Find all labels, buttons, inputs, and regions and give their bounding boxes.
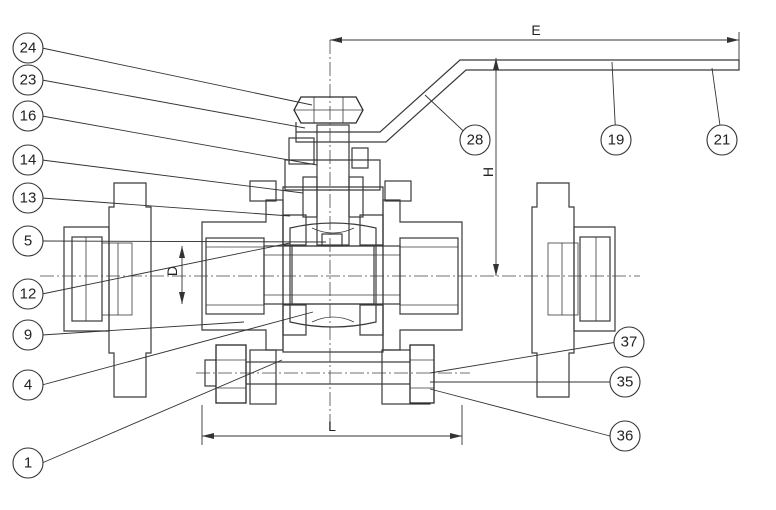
- svg-text:35: 35: [617, 374, 634, 391]
- svg-text:13: 13: [20, 190, 37, 207]
- callout-21: 21: [706, 124, 738, 156]
- callout-37: 37: [613, 326, 645, 358]
- callout-35: 35: [609, 366, 641, 398]
- svg-text:28: 28: [467, 132, 484, 149]
- svg-text:1: 1: [24, 455, 32, 472]
- svg-text:21: 21: [714, 132, 731, 149]
- svg-text:5: 5: [24, 233, 32, 250]
- svg-text:24: 24: [20, 40, 37, 57]
- dimension-h-label: H: [480, 167, 496, 177]
- dimension-e-label: E: [531, 22, 540, 38]
- callout-19: 19: [600, 124, 632, 156]
- svg-text:23: 23: [20, 72, 37, 89]
- callout-4: 4: [12, 369, 44, 401]
- dimension-e: E: [330, 22, 740, 62]
- svg-text:12: 12: [20, 286, 37, 303]
- callout-13: 13: [12, 182, 44, 214]
- callout-24: 24: [12, 32, 44, 64]
- dimension-h: H: [480, 58, 499, 276]
- handle: [293, 59, 740, 143]
- center-body: [282, 186, 384, 353]
- callout-36: 36: [609, 420, 641, 452]
- callout-14: 14: [12, 144, 44, 176]
- dimension-l-label: L: [328, 418, 336, 434]
- svg-text:36: 36: [617, 428, 634, 445]
- callout-9: 9: [12, 319, 44, 351]
- callout-16: 16: [12, 100, 44, 132]
- callout-12: 12: [12, 278, 44, 310]
- svg-text:37: 37: [621, 334, 638, 351]
- svg-text:14: 14: [20, 152, 37, 169]
- stem-assembly: [284, 124, 381, 247]
- callout-1: 1: [12, 447, 44, 479]
- svg-text:16: 16: [20, 108, 37, 125]
- left-end-cap: [63, 182, 152, 398]
- callout-5: 5: [12, 225, 44, 257]
- svg-text:19: 19: [608, 132, 625, 149]
- callout-23: 23: [12, 64, 44, 96]
- leader-lines: [41, 47, 723, 464]
- dimension-d-label: D: [164, 266, 180, 276]
- right-end-cap: [531, 182, 616, 398]
- bolt-assembly: [204, 344, 435, 404]
- svg-text:4: 4: [24, 377, 32, 394]
- callout-28: 28: [459, 124, 491, 156]
- svg-text:9: 9: [24, 327, 32, 344]
- dimension-l: L: [201, 405, 463, 445]
- dimension-d: D: [164, 246, 185, 304]
